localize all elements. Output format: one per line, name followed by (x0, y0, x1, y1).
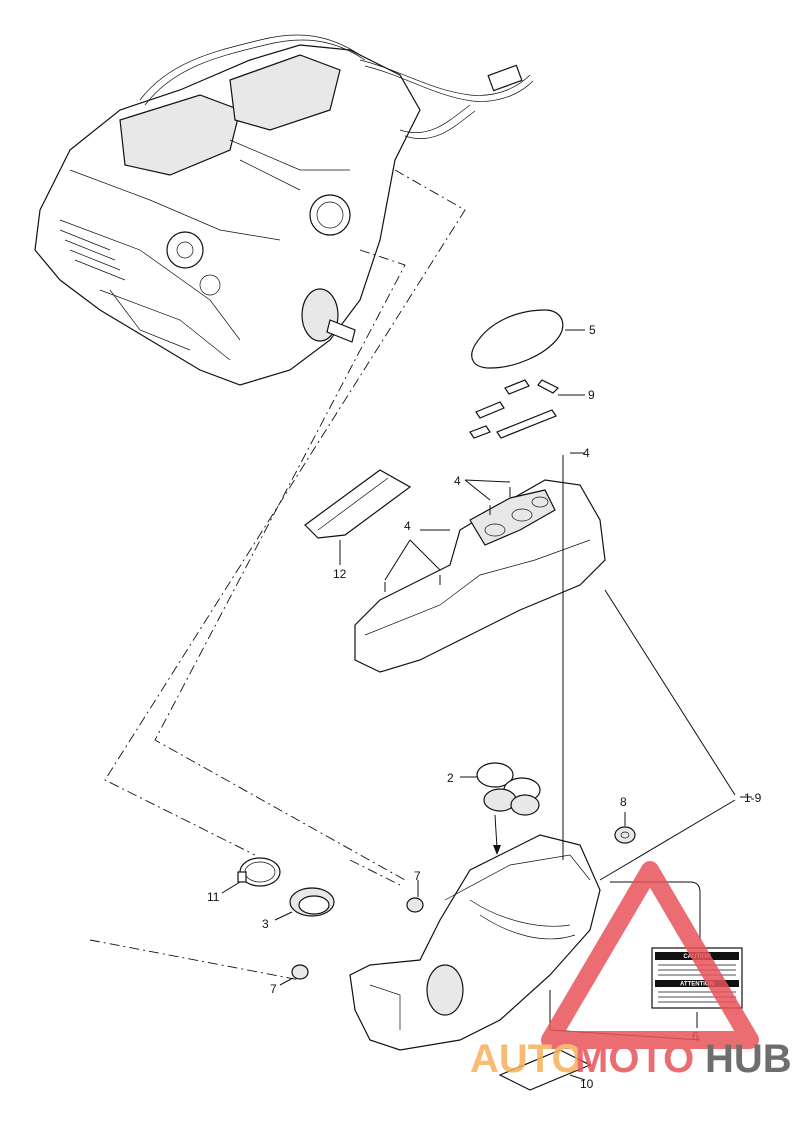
watermark-text-auto: AUTO (470, 1037, 583, 1081)
part-5-pad (471, 309, 585, 369)
callout-4: 4 (583, 446, 590, 460)
assembly-guide-lines (89, 169, 466, 981)
callout-1-9: 1-9 (744, 791, 762, 805)
callout-5: 5 (589, 323, 596, 337)
callout-4: 4 (454, 474, 461, 488)
part-7-grommets (279, 880, 424, 986)
callout-12: 12 (333, 567, 347, 581)
callout-7: 7 (414, 869, 421, 883)
part-9-strips (469, 379, 585, 439)
part-12-cover-plate (304, 469, 412, 565)
callout-3: 3 (262, 917, 269, 931)
callout-11: 11 (207, 890, 220, 904)
callout-2: 2 (447, 771, 454, 785)
upper-air-box-cover (354, 452, 606, 673)
part-8-grommet (614, 812, 636, 844)
watermark-text-moto: MOTO (575, 1037, 694, 1081)
callout-8: 8 (620, 795, 627, 809)
engine-assembly (34, 34, 534, 386)
label-attention: ATTENTION (680, 982, 714, 988)
watermark-triangle-logo (541, 861, 759, 1049)
lower-air-box (349, 470, 752, 1051)
callout-4: 4 (404, 519, 411, 533)
watermark-text-hub: HUB (705, 1037, 792, 1081)
callout-9: 9 (588, 388, 595, 402)
automotohub-watermark: AUTO MOTO HUB (470, 861, 792, 1081)
part-2-connector (460, 762, 541, 855)
part-11-clamp (221, 857, 281, 894)
callout-7: 7 (270, 982, 277, 996)
callout-10: 10 (580, 1077, 594, 1091)
part-3-seal-ring (274, 887, 335, 921)
